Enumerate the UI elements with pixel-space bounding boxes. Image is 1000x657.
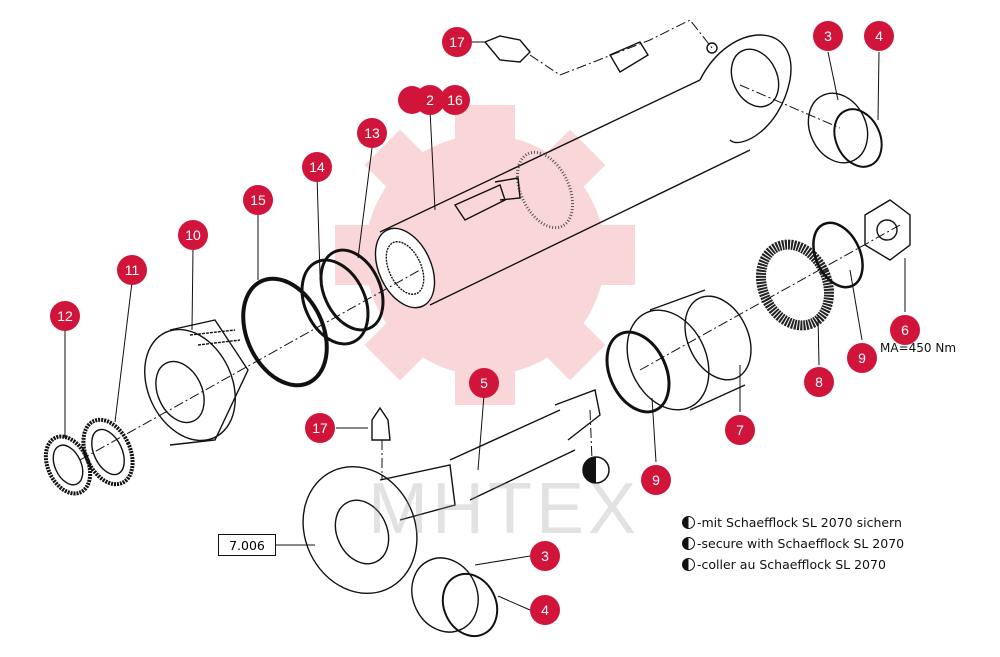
center-lines	[79, 19, 901, 480]
callout-badge	[864, 21, 894, 51]
callout-badge	[243, 185, 273, 215]
torque-note: MA=450 Nm	[880, 341, 957, 355]
callout-number: 10	[185, 227, 201, 243]
legend-text-de: -mit Schaefflock SL 2070 sichern	[697, 515, 902, 530]
callout-number: 3	[824, 28, 832, 44]
gland-nut	[144, 319, 249, 446]
knurled-nut	[755, 239, 835, 331]
callout-badge	[117, 255, 147, 285]
callout-badge	[305, 413, 335, 443]
callout-badge	[469, 368, 499, 398]
piston-seal	[319, 248, 385, 332]
callout-number: 5	[480, 375, 488, 391]
piston-rod	[302, 389, 601, 595]
callout-badge	[641, 465, 671, 495]
legend-line-de: -mit Schaefflock SL 2070 sichern	[682, 515, 902, 530]
callout-number: 9	[858, 350, 866, 366]
bearing-ring	[81, 417, 135, 487]
callout-number: 8	[815, 374, 823, 390]
o-ring	[241, 276, 329, 388]
watermark-gear	[335, 105, 635, 405]
half-disc-icon	[682, 558, 695, 571]
half-disc-icon	[682, 516, 695, 529]
piston-ring	[605, 330, 671, 414]
spherical-bushing-bottom	[411, 557, 499, 638]
callout-number: 6	[901, 322, 909, 338]
callout-number: 7	[736, 422, 744, 438]
callout-number: 13	[364, 125, 380, 141]
callout-number: 15	[250, 192, 266, 208]
callout-badge	[725, 415, 755, 445]
callout-badge	[415, 85, 445, 115]
callout-number: 14	[309, 159, 325, 175]
callout-badge	[530, 541, 560, 571]
spherical-bushing-top	[807, 92, 883, 168]
legend-text-fr: -coller au Schaefflock SL 2070	[697, 557, 886, 572]
legend-line-en: -secure with Schaefflock SL 2070	[682, 536, 904, 551]
callout-number: 11	[125, 262, 140, 278]
callout-badge	[440, 85, 470, 115]
callout-badge	[50, 301, 80, 331]
callout-number: 4	[875, 28, 883, 44]
callout-badge	[804, 367, 834, 397]
callout-badge	[442, 27, 472, 57]
callout-number: 4	[541, 602, 549, 618]
reference-box: 7.006	[218, 534, 276, 556]
callout-number: 17	[312, 420, 328, 436]
callout-number: 12	[57, 308, 73, 324]
callout-number: 3	[541, 548, 549, 564]
piston	[626, 289, 752, 411]
grease-nipple-top	[483, 35, 531, 63]
loctite-symbol	[582, 456, 610, 484]
backup-ring	[300, 258, 370, 346]
callout-badge	[302, 152, 332, 182]
watermark-text: MHTEX	[368, 469, 640, 549]
callout-leaders	[64, 41, 906, 611]
cylinder-tube	[374, 34, 792, 309]
callout-number: 9	[652, 472, 660, 488]
callout-number: 2	[426, 92, 434, 108]
legend-text-en: -secure with Schaefflock SL 2070	[697, 536, 905, 551]
hex-nut	[864, 199, 911, 261]
grease-nipple-bottom	[371, 406, 391, 441]
wiper-ring	[43, 434, 93, 496]
legend-line-fr: -coller au Schaefflock SL 2070	[682, 557, 886, 572]
callout-badge	[890, 315, 920, 345]
callout-badge	[530, 595, 560, 625]
half-disc-icon	[682, 537, 695, 550]
callout-number: 16	[447, 92, 463, 108]
snap-ring	[812, 221, 864, 289]
callout-badge	[813, 21, 843, 51]
callout-badge	[847, 343, 877, 373]
callout-badge	[357, 118, 387, 148]
callout-number: 17	[449, 34, 465, 50]
callout-badge	[178, 220, 208, 250]
callouts: 17 2 16 3 4 13 14 15 10 11 12 6 9 8 7 5 9 17 3 4	[50, 21, 920, 625]
